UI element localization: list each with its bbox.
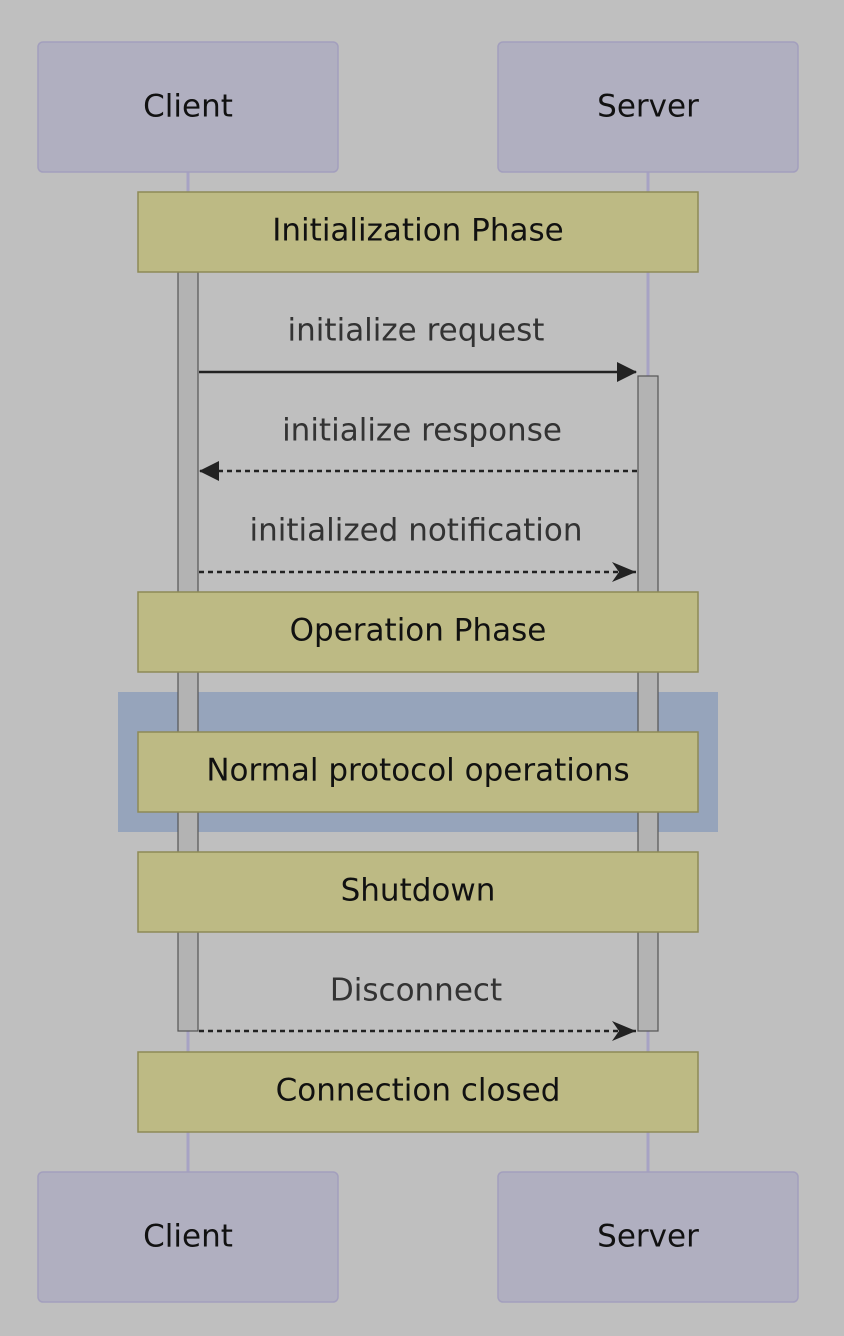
- note-operation-phase: Operation Phase: [137, 591, 699, 673]
- note-normal-operations: Normal protocol operations: [137, 731, 699, 813]
- message-initialized-notification-label: initialized notification: [249, 513, 582, 549]
- actor-client-bottom: Client: [37, 1171, 339, 1303]
- actor-client-bottom-label: Client: [143, 1219, 233, 1255]
- actor-server-bottom-label: Server: [597, 1219, 699, 1255]
- message-initialize-request: initialize request: [199, 313, 637, 382]
- actor-client-top: Client: [37, 41, 339, 173]
- message-initialized-notification: initialized notification: [199, 513, 636, 582]
- message-initialize-response: initialize response: [199, 413, 637, 481]
- note-connection-closed-label: Connection closed: [276, 1073, 561, 1109]
- note-normal-operations-label: Normal protocol operations: [206, 753, 629, 789]
- note-shutdown-label: Shutdown: [341, 873, 496, 909]
- note-operation-label: Operation Phase: [290, 613, 547, 649]
- message-initialize-response-label: initialize response: [282, 413, 562, 449]
- note-connection-closed: Connection closed: [137, 1051, 699, 1133]
- note-shutdown: Shutdown: [137, 851, 699, 933]
- message-disconnect-label: Disconnect: [330, 973, 502, 1009]
- message-initialize-request-label: initialize request: [288, 313, 545, 349]
- note-initialization-phase: Initialization Phase: [137, 191, 699, 273]
- actor-server-top: Server: [497, 41, 799, 173]
- note-initialization-label: Initialization Phase: [272, 213, 563, 249]
- actor-client-top-label: Client: [143, 89, 233, 125]
- actor-server-top-label: Server: [597, 89, 699, 125]
- message-disconnect: Disconnect: [199, 973, 636, 1041]
- actor-server-bottom: Server: [497, 1171, 799, 1303]
